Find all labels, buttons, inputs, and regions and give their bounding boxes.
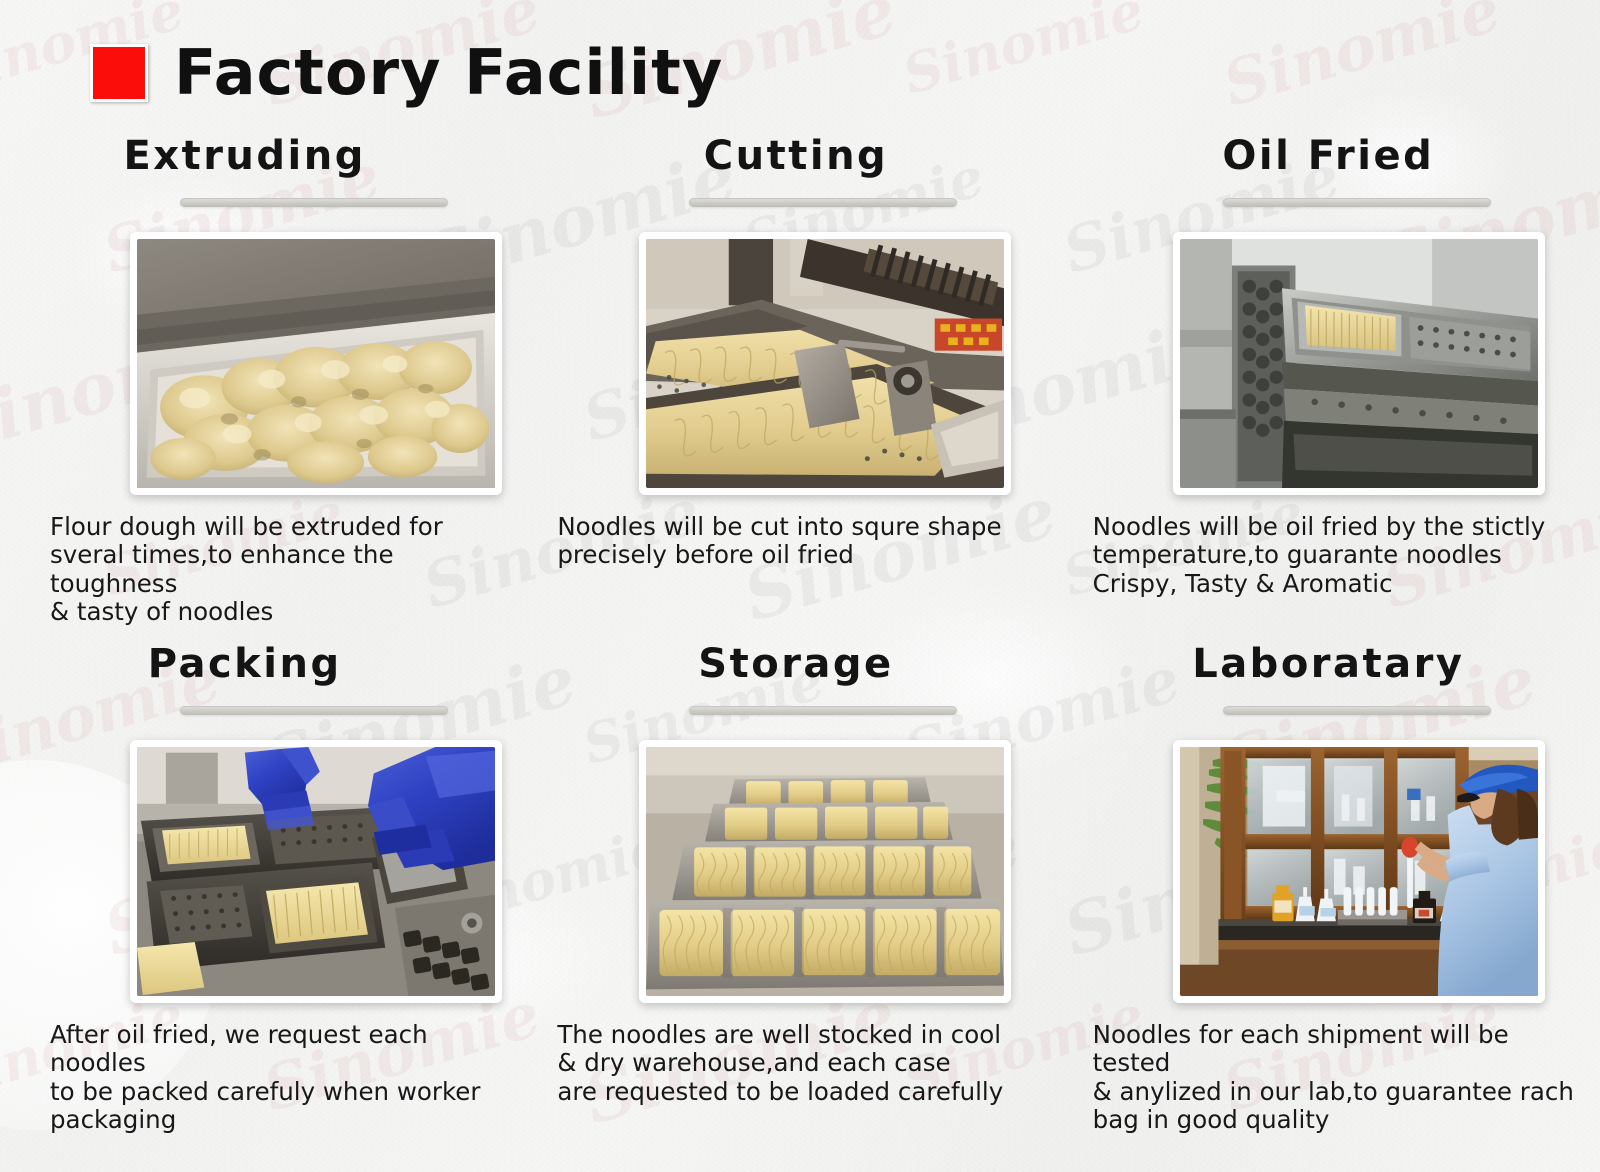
photo-laboratary-technician	[1179, 747, 1538, 996]
watermark-text: Sinomie	[1215, 0, 1508, 121]
page-title: Factory Facility	[174, 36, 724, 109]
facility-card-cutting: Cutting	[533, 128, 1066, 636]
heading-divider	[689, 706, 958, 715]
facility-grid: Extruding	[0, 128, 1600, 1144]
card-caption: Flour dough will be extruded for sveral …	[50, 512, 443, 627]
card-heading: Oil Fried	[1222, 133, 1435, 179]
photo-extruding-dough-crumbs	[137, 239, 495, 488]
facility-card-oil-fried: Oil Fried	[1067, 128, 1600, 636]
facility-card-extruding: Extruding	[0, 128, 533, 636]
card-caption: Noodles will be oil fried by the stictly…	[1092, 512, 1546, 598]
heading-divider	[1222, 706, 1491, 715]
photo-packing-gloved-hands	[137, 747, 495, 996]
photo-frame	[639, 740, 1012, 1003]
card-heading: Extruding	[123, 133, 366, 179]
facility-card-packing: Packing	[0, 636, 533, 1144]
photo-frame	[1172, 740, 1545, 1003]
facility-card-storage: Storage	[533, 636, 1066, 1144]
card-caption: Noodles will be cut into squre shape pre…	[557, 512, 1002, 570]
heading-divider	[689, 198, 958, 207]
card-caption: After oil fried, we request each noodles…	[50, 1020, 481, 1135]
watermark-text: Sinomie	[895, 0, 1151, 107]
photo-cutting-noodle-sheets	[646, 239, 1005, 488]
photo-frame	[130, 740, 502, 1003]
card-caption: Noodles for each shipment will be tested…	[1092, 1020, 1574, 1135]
photo-oil-fried-fryer-tray	[1179, 239, 1538, 488]
card-heading: Storage	[698, 641, 894, 687]
red-square-bullet-icon	[90, 44, 148, 102]
photo-storage-noodle-trays	[646, 747, 1005, 996]
card-caption: The noodles are well stocked in cool & d…	[557, 1020, 1004, 1106]
card-heading: Packing	[147, 641, 342, 687]
photo-frame	[639, 232, 1012, 495]
heading-divider	[1222, 198, 1491, 207]
photo-frame	[130, 232, 502, 495]
photo-frame	[1172, 232, 1545, 495]
facility-card-laboratary: Laboratary	[1067, 636, 1600, 1144]
page-header: Factory Facility	[90, 42, 723, 104]
heading-divider	[180, 706, 448, 715]
card-heading: Cutting	[703, 133, 889, 179]
card-heading: Laboratary	[1192, 641, 1465, 687]
heading-divider	[180, 198, 448, 207]
